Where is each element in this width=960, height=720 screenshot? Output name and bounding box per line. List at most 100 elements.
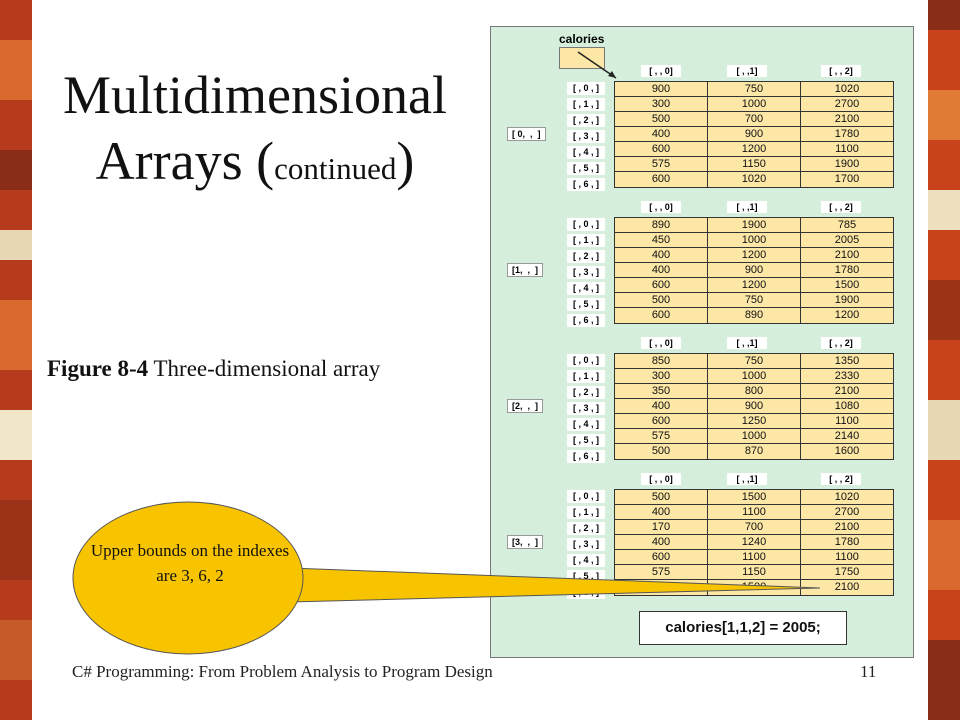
- array-cell: 1200: [708, 278, 801, 293]
- right-decorative-strip: [928, 0, 960, 720]
- array-cell: 1150: [708, 565, 801, 580]
- array-cell: 1100: [801, 550, 893, 565]
- array-cell: 1900: [708, 218, 801, 233]
- page-number: 11: [860, 662, 877, 681]
- array-cell: 750: [708, 82, 801, 97]
- figure-caption-number: Figure 8-4: [47, 356, 149, 381]
- array-cell: 575: [615, 429, 708, 444]
- footer-text: C# Programming: From Problem Analysis to…: [72, 662, 493, 681]
- row-label: [ , 3 , ]: [567, 402, 605, 415]
- array-cell: 1020: [801, 490, 893, 505]
- array-cell: 1750: [801, 565, 893, 580]
- array-cell: 500: [615, 490, 708, 505]
- row-label: [ , 0 , ]: [567, 82, 605, 95]
- array-cell: 170: [615, 520, 708, 535]
- array-cell: 1100: [801, 142, 893, 157]
- array-cell: 2100: [801, 384, 893, 399]
- array-cell: 575: [615, 565, 708, 580]
- array-cell: 1000: [708, 369, 801, 384]
- array-cell: 600: [615, 172, 708, 187]
- array-cell: 400: [615, 535, 708, 550]
- array-cell: 600: [615, 278, 708, 293]
- array-cell: 1080: [801, 399, 893, 414]
- column-header: [ , ,1]: [727, 337, 767, 349]
- plane-label: [3, , ]: [507, 535, 544, 549]
- column-header: [ , , 0]: [641, 201, 681, 213]
- row-label: [ , 1 , ]: [567, 506, 605, 519]
- array-cell: 1780: [801, 535, 893, 550]
- array-cell: 785: [801, 218, 893, 233]
- left-decorative-strip: [0, 0, 32, 720]
- column-header: [ , , 2]: [821, 337, 861, 349]
- row-label: [ , 1 , ]: [567, 370, 605, 383]
- array-cell: 1020: [801, 82, 893, 97]
- array-cell: 1000: [708, 429, 801, 444]
- array-cell: 1200: [834, 309, 860, 321]
- row-label: [ , 4 , ]: [567, 282, 605, 295]
- array-cell: 1150: [708, 157, 801, 172]
- code-statement: calories[1,1,2] = 2005;: [639, 611, 847, 645]
- array-cell: 1780: [801, 127, 893, 142]
- array-cell: 850: [615, 354, 708, 369]
- array-cell: 2100: [801, 520, 893, 535]
- array-cell: 2330: [801, 369, 893, 384]
- array-cell: 350: [615, 384, 708, 399]
- column-header: [ , , 2]: [821, 473, 861, 485]
- array-cell: 1100: [708, 505, 801, 520]
- array-cell: 700: [708, 112, 801, 127]
- callout-bubble: [72, 501, 304, 655]
- array-cell: 750: [708, 354, 801, 369]
- array-cell: 400: [615, 127, 708, 142]
- slide-title-small: continued: [274, 151, 397, 186]
- row-label: [ , 4 , ]: [567, 146, 605, 159]
- callout-text: Upper bounds on the indexes are 3, 6, 2: [90, 541, 290, 585]
- column-header: [ , ,1]: [727, 473, 767, 485]
- row-label: [ , 5 , ]: [567, 434, 605, 447]
- column-header: [ , , 0]: [641, 473, 681, 485]
- row-label: [ , 4 , ]: [567, 554, 605, 567]
- array-cell: 400: [615, 399, 708, 414]
- row-label: [ , 5 , ]: [567, 162, 605, 175]
- row-label: [ , 2 , ]: [567, 114, 605, 127]
- array-cell: 1600: [834, 445, 860, 457]
- plane-label: [2, , ]: [507, 399, 544, 413]
- row-label: [ , 3 , ]: [567, 266, 605, 279]
- column-header: [ , ,1]: [727, 65, 767, 77]
- array-cell: 2700: [801, 505, 893, 520]
- row-label: [ , 6 , ]: [567, 178, 605, 191]
- column-header: [ , ,1]: [727, 201, 767, 213]
- array-cell: 2140: [801, 429, 893, 444]
- array-cell: 750: [708, 293, 801, 308]
- array-cell: 1020: [708, 172, 801, 187]
- array-cell: 400: [615, 505, 708, 520]
- figure-caption: Figure 8-4 Three-dimensional array: [47, 353, 447, 385]
- array-cell: 2100: [834, 581, 860, 593]
- array-cell: 1100: [801, 414, 893, 429]
- callout-tail: [289, 567, 821, 603]
- array-cell: 2005: [801, 233, 893, 248]
- array-cell: 300: [615, 97, 708, 112]
- row-label: [ , 3 , ]: [567, 538, 605, 551]
- array-cell: 600: [615, 308, 708, 323]
- row-label: [ , 0 , ]: [567, 490, 605, 503]
